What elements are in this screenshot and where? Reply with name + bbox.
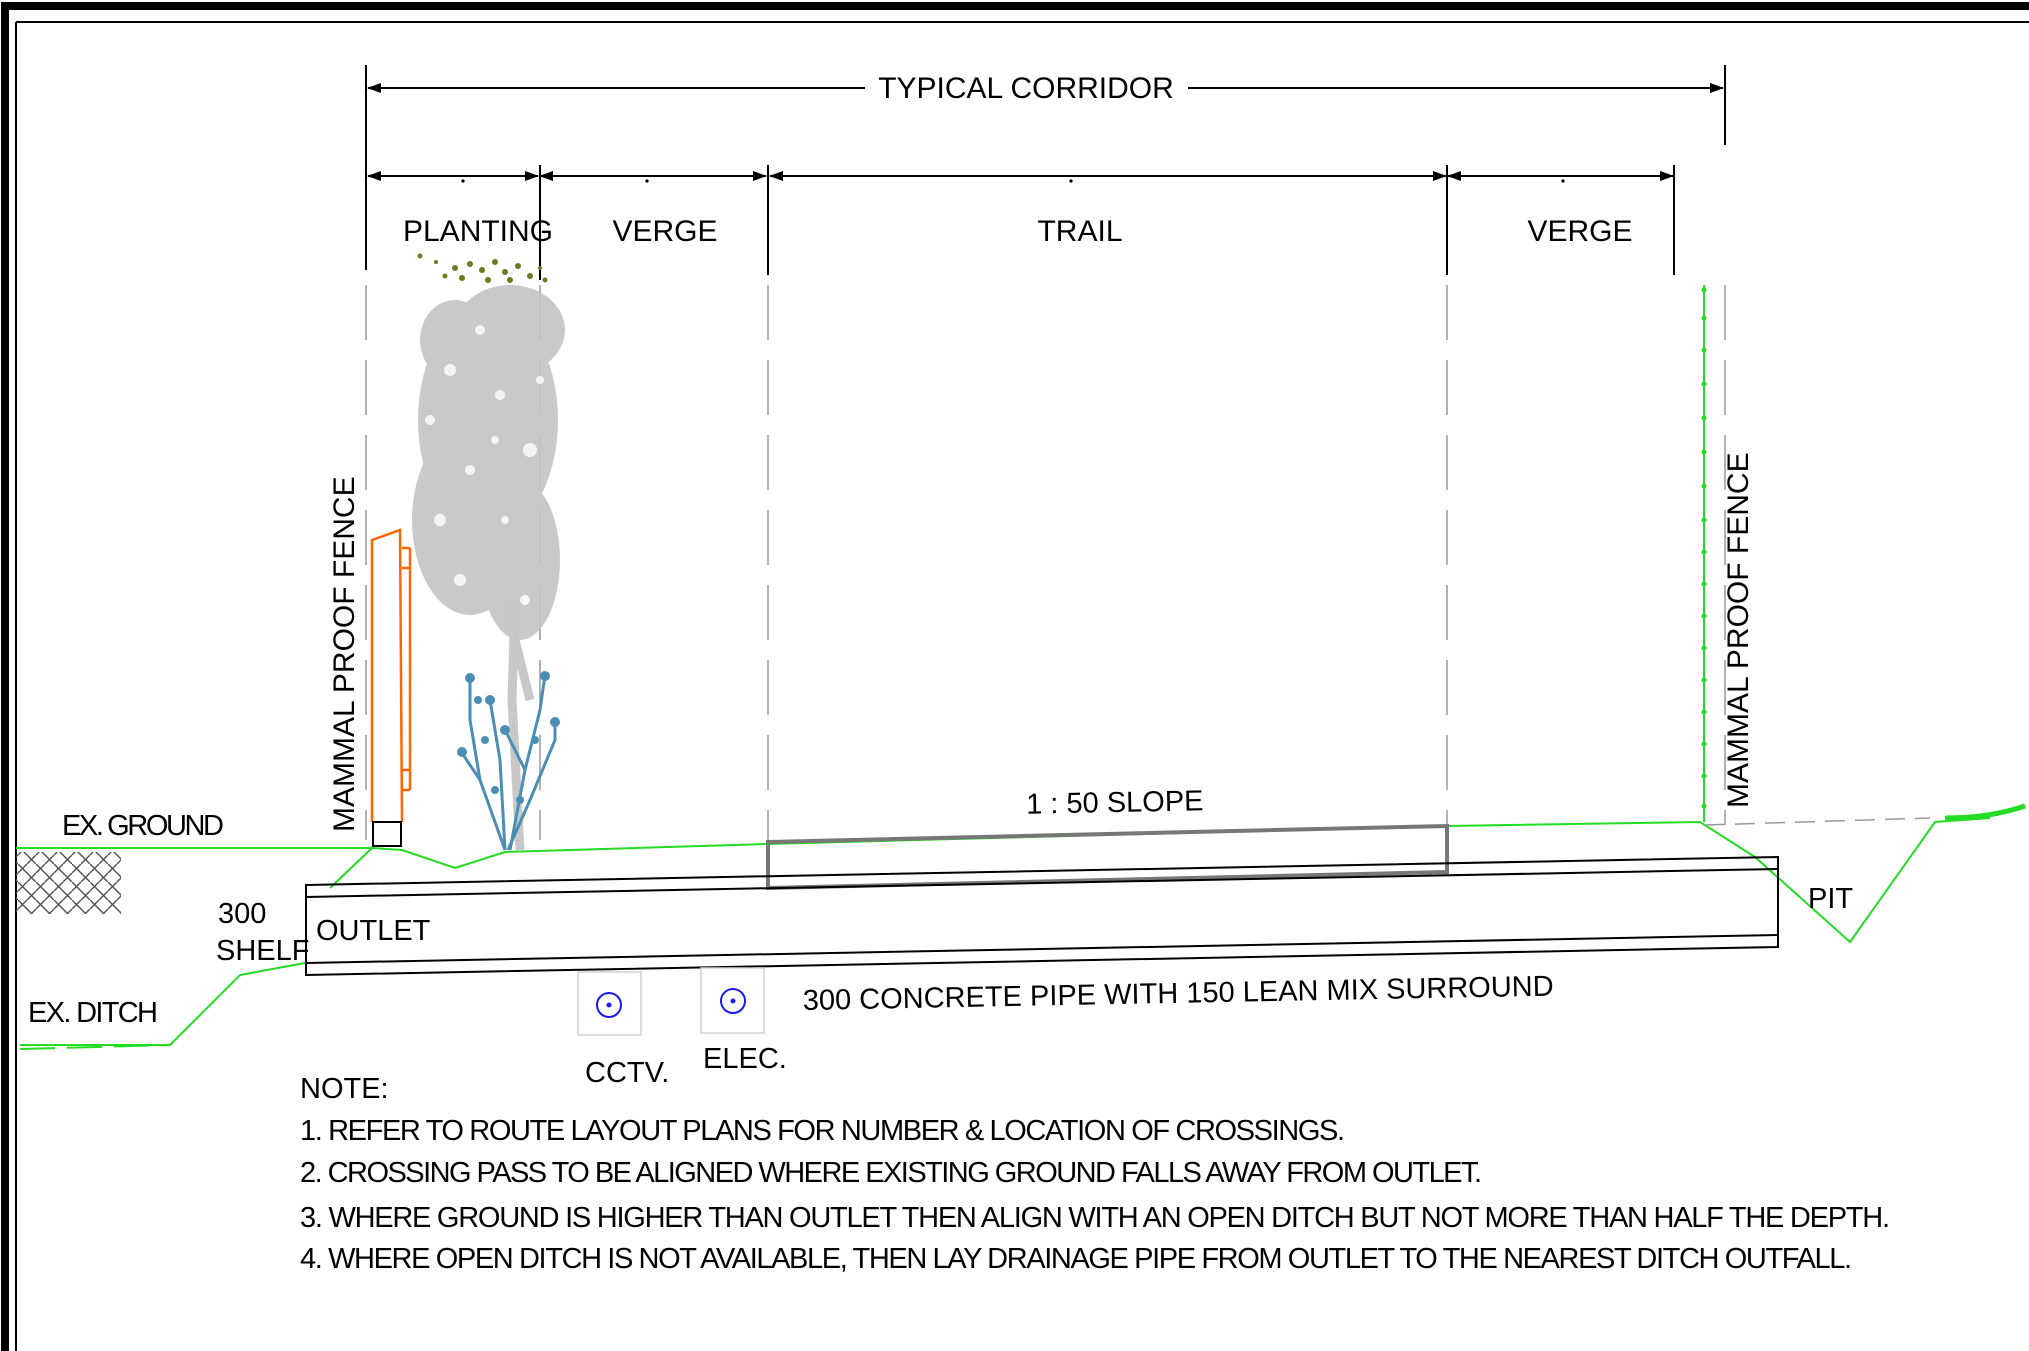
- ground-hatch: [16, 852, 121, 914]
- ex-ditch-dashed: [19, 1044, 171, 1050]
- note-4: 4. WHERE OPEN DITCH IS NOT AVAILABLE, TH…: [300, 1243, 1852, 1275]
- ground-line: [16, 803, 2026, 1046]
- verge-left-label: VERGE: [612, 215, 717, 248]
- planting-label: PLANTING: [403, 215, 553, 248]
- typical-corridor-label: TYPICAL CORRIDOR: [878, 72, 1174, 105]
- fence-footing: [372, 821, 402, 847]
- note-3: 3. WHERE GROUND IS HIGHER THAN OUTLET TH…: [300, 1202, 1890, 1234]
- outlet-label: OUTLET: [316, 915, 431, 947]
- slope-label: 1 : 50 SLOPE: [1026, 785, 1204, 820]
- fence-left-label: MAMMAL PROOF FENCE: [328, 476, 361, 832]
- shelf-label-2: SHELF: [216, 935, 309, 967]
- mammal-fence-left: [370, 528, 412, 823]
- ex-ground-label: EX. GROUND: [62, 810, 224, 842]
- notes-heading: NOTE:: [300, 1073, 389, 1105]
- note-1: 1. REFER TO ROUTE LAYOUT PLANS FOR NUMBE…: [300, 1115, 1345, 1147]
- foliage-top: [417, 253, 548, 283]
- verge-right-label: VERGE: [1527, 215, 1632, 248]
- cctv-label: CCTV.: [585, 1057, 669, 1089]
- dimension-ticks: [461, 179, 1565, 183]
- ground-projection-right: [1704, 817, 1931, 826]
- trail-label: TRAIL: [1037, 215, 1122, 248]
- ex-ditch-label: EX. DITCH: [28, 997, 158, 1029]
- trail-box: [766, 823, 1449, 891]
- concrete-pipe: [305, 855, 1779, 977]
- dimension-typical-corridor: [365, 65, 1726, 270]
- pit-label: PIT: [1808, 883, 1853, 915]
- pipe-label: 300 CONCRETE PIPE WITH 150 LEAN MIX SURR…: [803, 971, 1554, 1017]
- zone-extension-lines: [365, 285, 1726, 840]
- elec-duct: [700, 967, 765, 1034]
- shelf-label-1: 300: [218, 898, 266, 930]
- tree-canopy-speckle: [425, 325, 544, 605]
- shrub-leaves: [457, 671, 560, 804]
- cctv-duct: [577, 971, 642, 1036]
- elec-label: ELEC.: [703, 1043, 787, 1075]
- dimension-sub-zones: [367, 165, 1675, 280]
- mammal-fence-right: [1701, 285, 1707, 822]
- fence-right-label: MAMMAL PROOF FENCE: [1722, 452, 1755, 808]
- shrub: [458, 674, 557, 851]
- tree-canopy: [412, 285, 565, 640]
- note-2: 2. CROSSING PASS TO BE ALIGNED WHERE EXI…: [300, 1157, 1482, 1189]
